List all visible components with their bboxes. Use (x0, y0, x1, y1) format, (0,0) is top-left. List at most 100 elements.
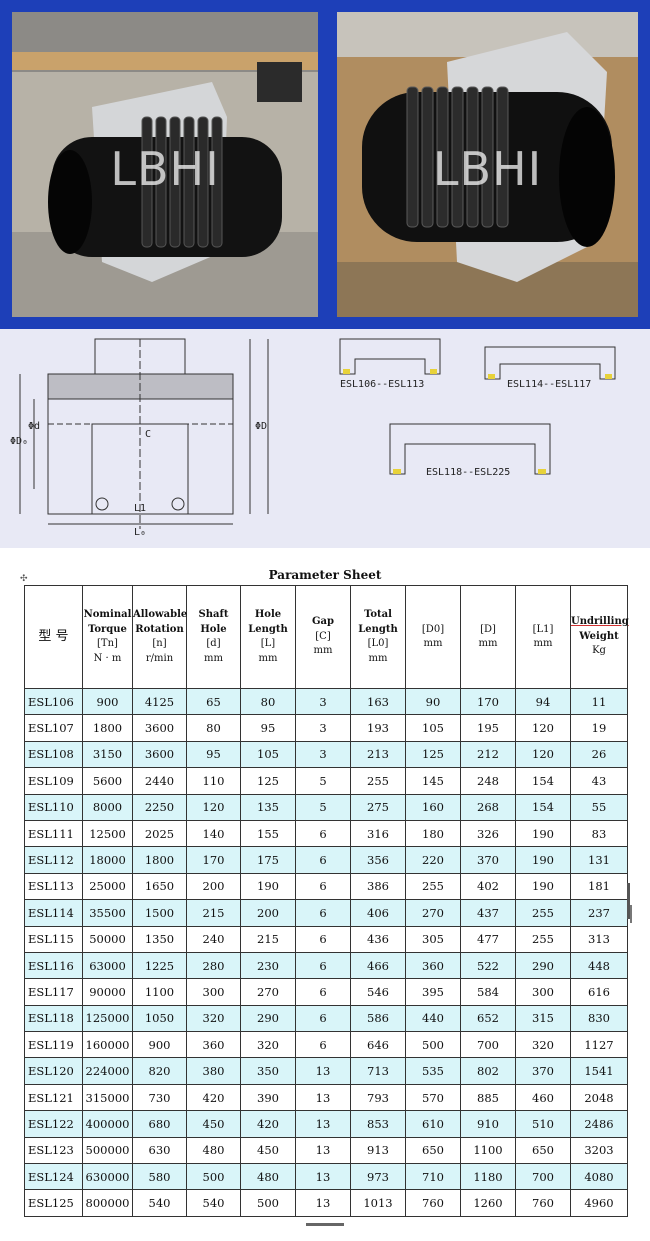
scroll-marker (627, 883, 630, 919)
value-cell: 190 (515, 846, 571, 874)
value-cell: 11 (570, 687, 628, 716)
value-cell: 713 (350, 1057, 406, 1085)
value-cell: 224000 (82, 1057, 133, 1085)
value-cell: 125000 (82, 1004, 133, 1033)
model-cell: ESL113 (24, 872, 83, 901)
value-cell: 460 (515, 1083, 571, 1112)
value-cell: 700 (460, 1031, 516, 1059)
value-cell: 420 (186, 1083, 241, 1112)
value-cell: 154 (515, 767, 571, 795)
value-cell: 275 (350, 793, 406, 821)
value-cell: 190 (515, 872, 571, 901)
value-cell: 63000 (82, 951, 133, 980)
watermark-right: LBHI (432, 142, 543, 196)
value-cell: 500 (186, 1163, 241, 1191)
value-cell: 1800 (132, 846, 187, 874)
value-cell: 440 (405, 1004, 461, 1033)
value-cell: 436 (350, 925, 406, 953)
value-cell: 395 (405, 978, 461, 1006)
value-cell: 13 (295, 1163, 351, 1191)
value-cell: 160000 (82, 1031, 133, 1059)
model-cell: ESL114 (24, 899, 83, 927)
label-c: C (145, 429, 151, 440)
header-gap: Gap[C]mm (295, 585, 351, 689)
label-phi-d-outer: ΦD (255, 421, 267, 432)
value-cell: 237 (570, 899, 628, 927)
value-cell: 90000 (82, 978, 133, 1006)
value-cell: 170 (460, 687, 516, 716)
value-cell: 3600 (132, 740, 187, 769)
value-cell: 830 (570, 1004, 628, 1033)
value-cell: 1050 (132, 1004, 187, 1033)
value-cell: 300 (186, 978, 241, 1006)
value-cell: 175 (240, 846, 296, 874)
value-cell: 105 (405, 714, 461, 742)
value-cell: 390 (240, 1083, 296, 1112)
header-d0: [D0]mm (405, 585, 461, 689)
value-cell: 2048 (570, 1083, 628, 1112)
value-cell: 26 (570, 740, 628, 769)
value-cell: 3203 (570, 1136, 628, 1165)
value-cell: 913 (350, 1136, 406, 1165)
value-cell: 900 (82, 687, 133, 716)
value-cell: 80 (240, 687, 296, 716)
value-cell: 300 (515, 978, 571, 1006)
value-cell: 255 (515, 925, 571, 953)
value-cell: 35500 (82, 899, 133, 927)
value-cell: 3 (295, 687, 351, 716)
value-cell: 570 (405, 1083, 461, 1112)
label-phi-d: Φd (28, 421, 40, 432)
value-cell: 4080 (570, 1163, 628, 1191)
value-cell: 125 (405, 740, 461, 769)
value-cell: 910 (460, 1110, 516, 1138)
value-cell: 800000 (82, 1189, 133, 1217)
value-cell: 350 (240, 1057, 296, 1085)
value-cell: 18000 (82, 846, 133, 874)
value-cell: 420 (240, 1110, 296, 1138)
value-cell: 793 (350, 1083, 406, 1112)
value-cell: 270 (405, 899, 461, 927)
value-cell: 6 (295, 872, 351, 901)
value-cell: 500 (405, 1031, 461, 1059)
value-cell: 120 (515, 714, 571, 742)
value-cell: 900 (132, 1031, 187, 1059)
value-cell: 213 (350, 740, 406, 769)
value-cell: 2440 (132, 767, 187, 795)
coupling-photo-right-image (337, 12, 638, 317)
value-cell: 6 (295, 1031, 351, 1059)
label-l0: L₀ (134, 527, 146, 538)
value-cell: 95 (186, 740, 241, 769)
sheet-title: Parameter Sheet (268, 568, 382, 582)
model-cell: ESL108 (24, 740, 83, 769)
value-cell: 8000 (82, 793, 133, 821)
value-cell: 402 (460, 872, 516, 901)
value-cell: 280 (186, 951, 241, 980)
coupling-photo-left-image (12, 12, 318, 317)
value-cell: 255 (405, 872, 461, 901)
value-cell: 25000 (82, 872, 133, 901)
value-cell: 135 (240, 793, 296, 821)
value-cell: 154 (515, 793, 571, 821)
value-cell: 802 (460, 1057, 516, 1085)
value-cell: 1800 (82, 714, 133, 742)
value-cell: 248 (460, 767, 516, 795)
value-cell: 400000 (82, 1110, 133, 1138)
value-cell: 180 (405, 819, 461, 848)
value-cell: 2025 (132, 819, 187, 848)
value-cell: 630 (132, 1136, 187, 1165)
value-cell: 584 (460, 978, 516, 1006)
value-cell: 500 (240, 1189, 296, 1217)
value-cell: 1541 (570, 1057, 628, 1085)
value-cell: 6 (295, 846, 351, 874)
